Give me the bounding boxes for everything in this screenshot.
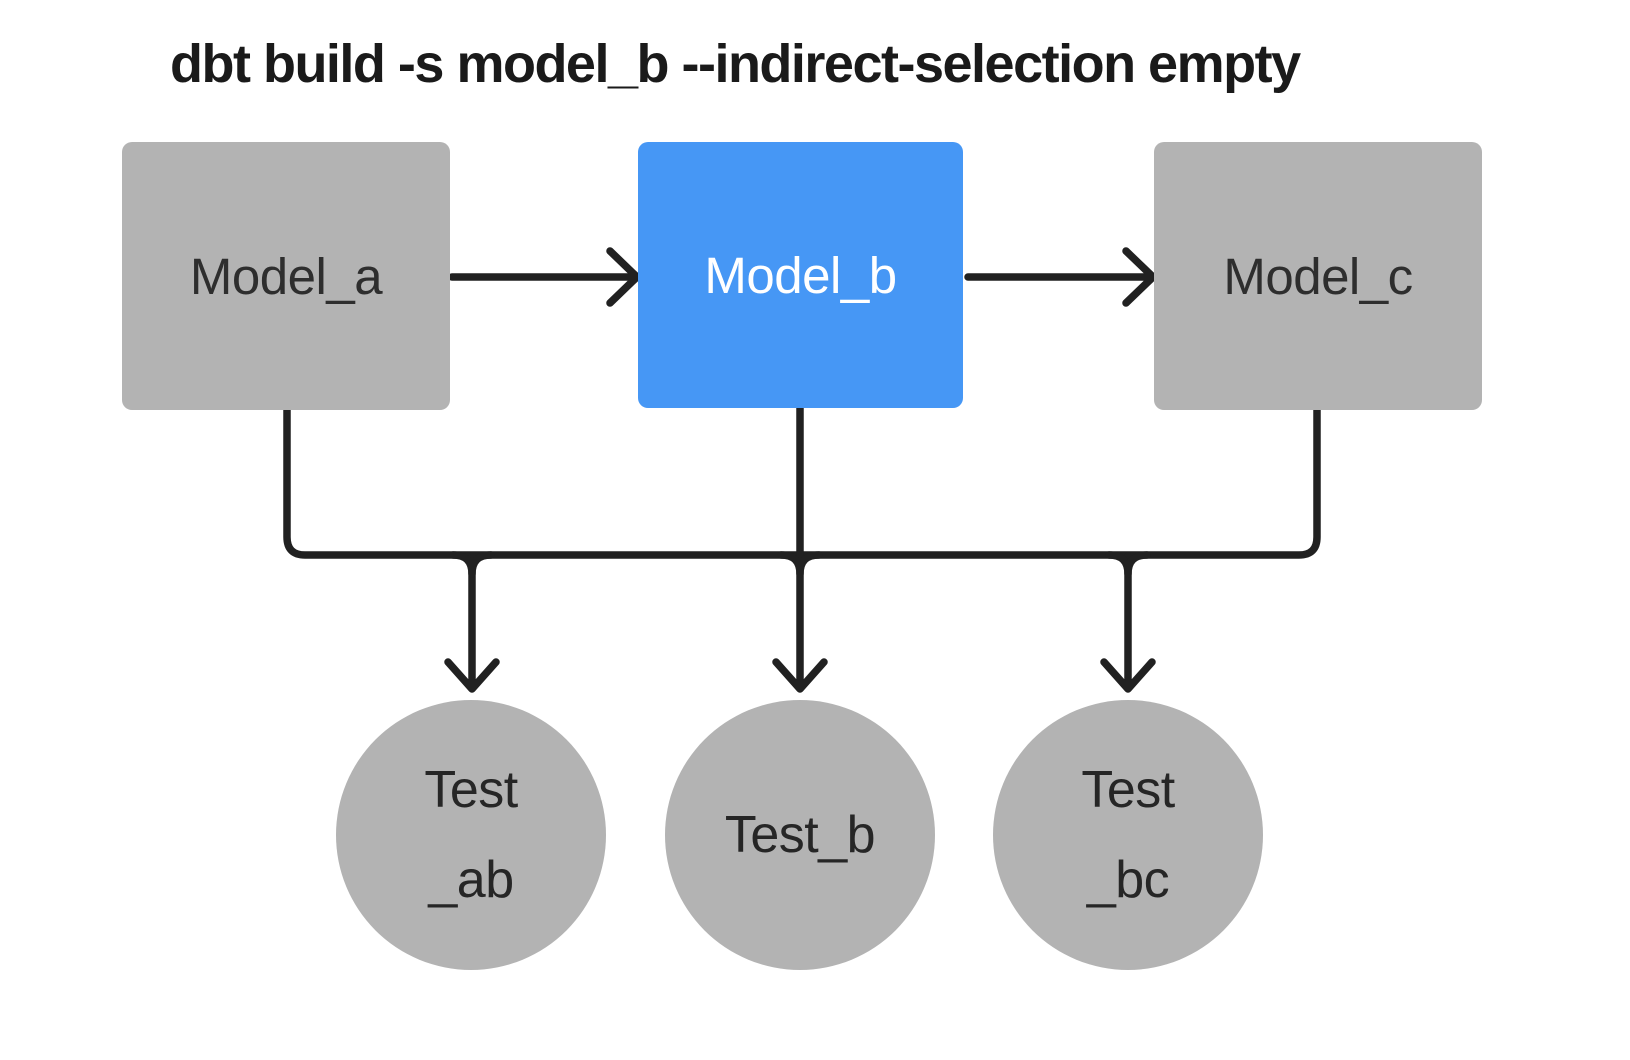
model-a-label: Model_a <box>189 247 383 305</box>
test-ab-label-line1: Test <box>424 761 518 819</box>
edge-bus-merge-fillet-center <box>777 551 823 578</box>
test-ab-label-line2: _ab <box>428 851 514 909</box>
test-bc-label-line2: _bc <box>1086 851 1170 909</box>
test-bc-label-line1: Test <box>1081 761 1175 819</box>
model-c-node: Model_c <box>1154 142 1482 410</box>
test-bc-node: Test _bc <box>993 700 1263 970</box>
model-c-label: Model_c <box>1223 247 1413 305</box>
edge-model-b-to-test-b <box>772 404 828 693</box>
edge-bus-split-fillet-right <box>1105 551 1151 578</box>
test-b-node: Test_b <box>665 700 935 970</box>
command-title: dbt build -s model_b --indirect-selectio… <box>170 34 1301 94</box>
edge-model-b-to-model-c <box>964 247 1157 307</box>
model-b-label: Model_b <box>704 246 897 304</box>
test-ab-node: Test _ab <box>336 700 606 970</box>
edge-model-a-to-model-b <box>448 247 641 307</box>
edge-bus-split-fillet-left <box>449 551 495 578</box>
model-a-node: Model_a <box>122 142 450 410</box>
test-b-label-line1: Test_b <box>724 806 876 864</box>
model-b-node-selected: Model_b <box>638 142 963 408</box>
